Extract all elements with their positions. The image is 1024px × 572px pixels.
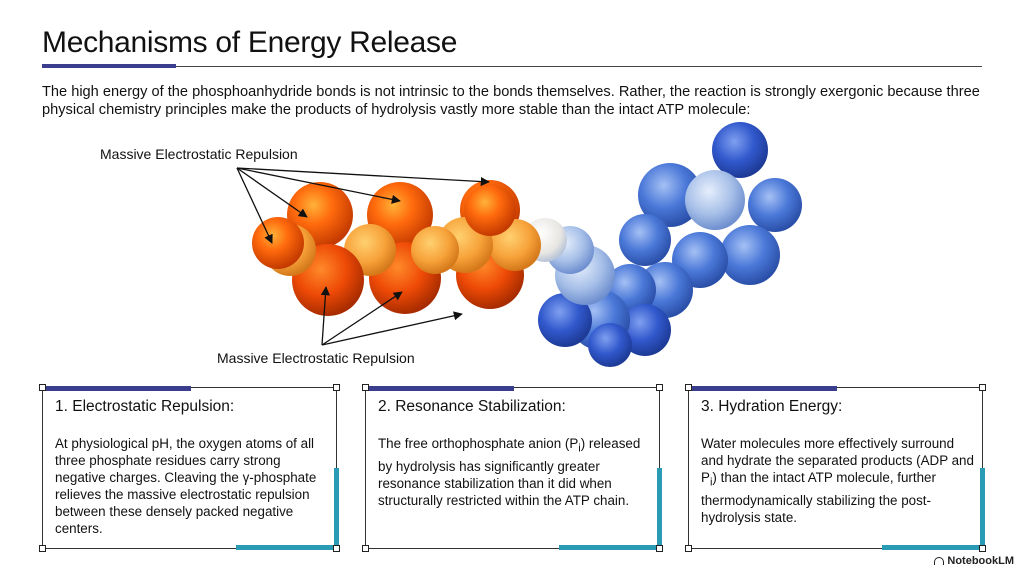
corner-marker bbox=[979, 545, 986, 552]
corner-marker bbox=[333, 545, 340, 552]
corner-marker bbox=[333, 384, 340, 391]
corner-marker bbox=[979, 384, 986, 391]
card-body: At physiological pH, the oxygen atoms of… bbox=[55, 436, 317, 536]
corner-marker bbox=[362, 545, 369, 552]
callout-arrows-top bbox=[236, 167, 490, 244]
subscript-i: i bbox=[709, 476, 713, 489]
corner-marker bbox=[39, 384, 46, 391]
card-bottom-accent bbox=[559, 545, 659, 550]
notebooklm-brand: NotebookLM bbox=[934, 555, 1014, 567]
corner-marker bbox=[685, 384, 692, 391]
card-top-accent bbox=[43, 386, 191, 391]
triphosphate-chain bbox=[252, 180, 541, 316]
subscript-i: i bbox=[578, 442, 581, 455]
card-side-accent bbox=[334, 468, 339, 552]
card-bottom-accent bbox=[882, 545, 982, 550]
brand-label: NotebookLM bbox=[947, 555, 1014, 567]
title-divider bbox=[42, 66, 982, 67]
corner-marker bbox=[656, 384, 663, 391]
intro-paragraph: The high energy of the phosphoanhydride … bbox=[42, 84, 980, 118]
card-body-text: ) released by hydrolysis has significant… bbox=[378, 436, 641, 508]
card-heading: 1. Electrostatic Repulsion: bbox=[55, 398, 235, 415]
corner-marker bbox=[39, 545, 46, 552]
title-accent-bar bbox=[42, 64, 176, 68]
card-body: The free orthophosphate anion (Pi) relea… bbox=[378, 435, 653, 509]
card-side-accent bbox=[980, 468, 985, 552]
adenosine-moiety bbox=[523, 122, 802, 367]
callout-label-bottom: Massive Electrostatic Repulsion bbox=[217, 350, 415, 366]
card-heading: 3. Hydration Energy: bbox=[701, 398, 843, 415]
corner-marker bbox=[685, 545, 692, 552]
corner-marker bbox=[656, 545, 663, 552]
notebooklm-logo-icon bbox=[934, 557, 945, 565]
card-body-text: ) than the intact ATP molecule, further … bbox=[701, 470, 936, 525]
card-body-text: The free orthophosphate anion (P bbox=[378, 436, 579, 451]
card-electrostatic-repulsion: 1. Electrostatic Repulsion: At physiolog… bbox=[39, 384, 340, 552]
card-hydration-energy: 3. Hydration Energy: Water molecules mor… bbox=[685, 384, 986, 552]
card-body: Water molecules more effectively surroun… bbox=[701, 435, 976, 526]
callout-label-top: Massive Electrostatic Repulsion bbox=[100, 146, 298, 162]
corner-marker bbox=[362, 384, 369, 391]
card-resonance-stabilization: 2. Resonance Stabilization: The free ort… bbox=[362, 384, 663, 552]
callout-arrows-bottom bbox=[320, 286, 463, 346]
card-bottom-accent bbox=[236, 545, 336, 550]
card-top-accent bbox=[366, 386, 514, 391]
card-side-accent bbox=[657, 468, 662, 552]
card-heading: 2. Resonance Stabilization: bbox=[378, 398, 566, 415]
card-body-text: Water molecules more effectively surroun… bbox=[701, 436, 974, 485]
card-top-accent bbox=[689, 386, 837, 391]
page-title: Mechanisms of Energy Release bbox=[42, 26, 458, 59]
